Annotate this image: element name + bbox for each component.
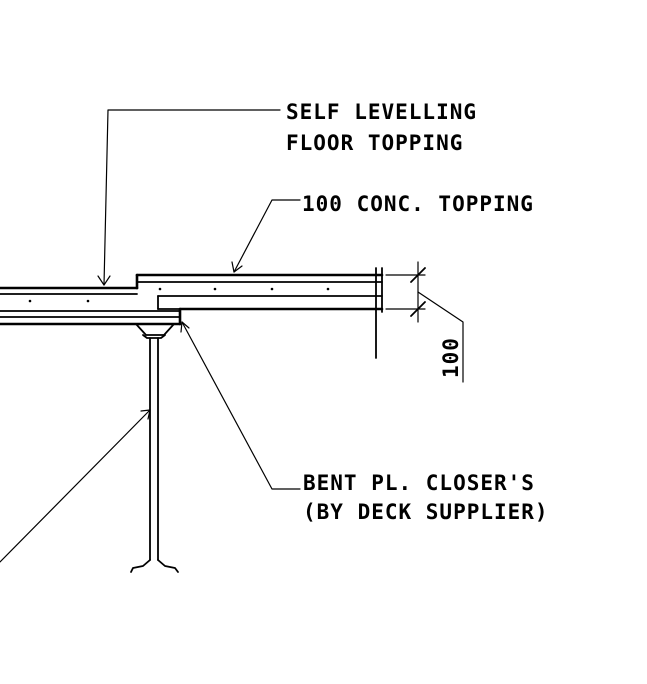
self-levelling-line1: SELF LEVELLING: [286, 100, 477, 124]
steel-beam: [130, 323, 179, 573]
label-conc-topping: 100 CONC. TOPPING: [302, 192, 534, 216]
self-levelling-line2: FLOOR TOPPING: [286, 131, 463, 155]
bent-plate-line1: BENT PL. CLOSER'S: [303, 471, 535, 495]
label-self-levelling: SELF LEVELLING FLOOR TOPPING: [286, 100, 477, 155]
floor-slab: [0, 267, 384, 359]
label-dimension: 100: [439, 337, 463, 378]
bent-plate-line2: (BY DECK SUPPLIER): [303, 500, 549, 524]
leaders: [0, 109, 301, 563]
label-bent-plate: BENT PL. CLOSER'S (BY DECK SUPPLIER): [303, 471, 549, 524]
dimension-100: [385, 261, 464, 383]
